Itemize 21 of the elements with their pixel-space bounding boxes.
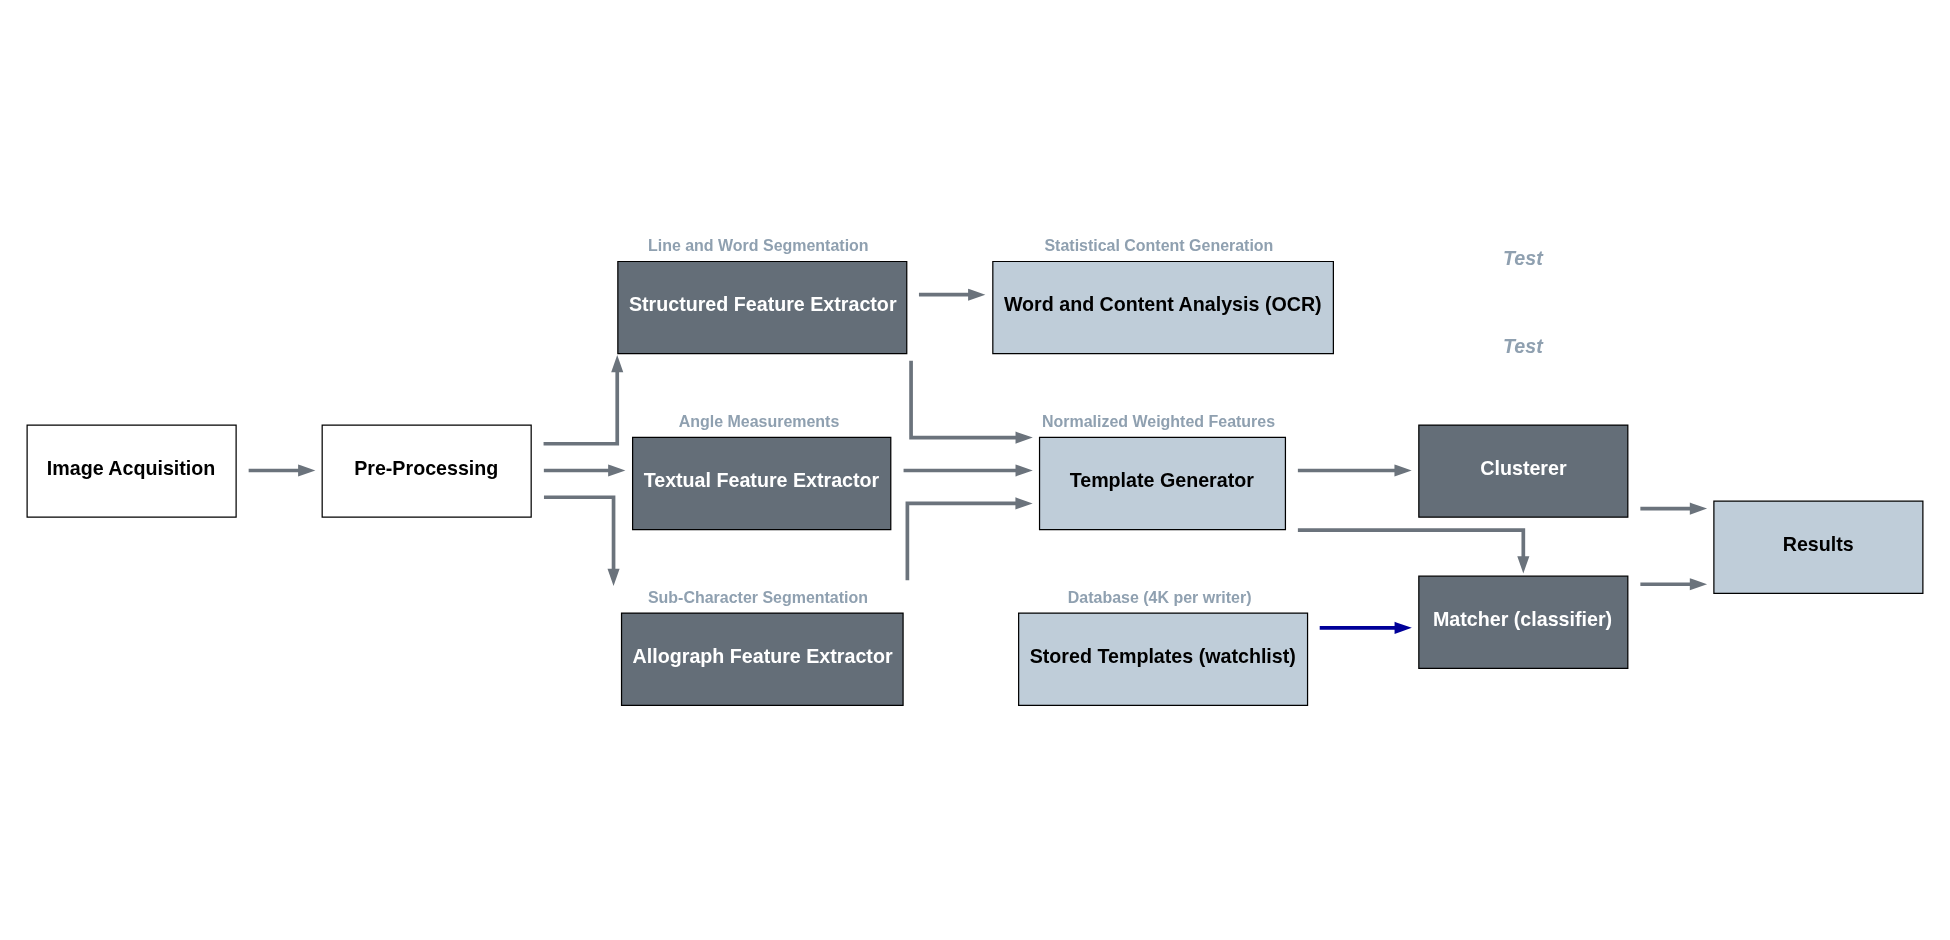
label: Test <box>1503 334 1543 357</box>
arrow <box>918 288 986 301</box>
arrow <box>1319 621 1412 634</box>
arrow <box>543 494 620 586</box>
arrow <box>543 463 626 477</box>
arrow <box>1640 577 1708 590</box>
arrow <box>1297 527 1530 573</box>
label: Test <box>1503 246 1543 269</box>
arrow <box>1297 463 1412 477</box>
node-label: Angle Measurements <box>678 412 840 430</box>
arrow <box>903 463 1033 477</box>
node-label: Normalized Weighted Features <box>1042 412 1276 430</box>
arrow <box>1640 502 1708 515</box>
node-label: Database (4K per writer) <box>1067 588 1252 606</box>
arrow <box>248 463 316 477</box>
node-label: Statistical Content Generation <box>1044 236 1274 254</box>
node-label: Sub-Character Segmentation <box>647 588 869 606</box>
node-label: Line and Word Segmentation <box>647 236 869 254</box>
arrow <box>543 354 624 446</box>
arrow <box>905 496 1033 580</box>
arrow <box>909 360 1033 444</box>
